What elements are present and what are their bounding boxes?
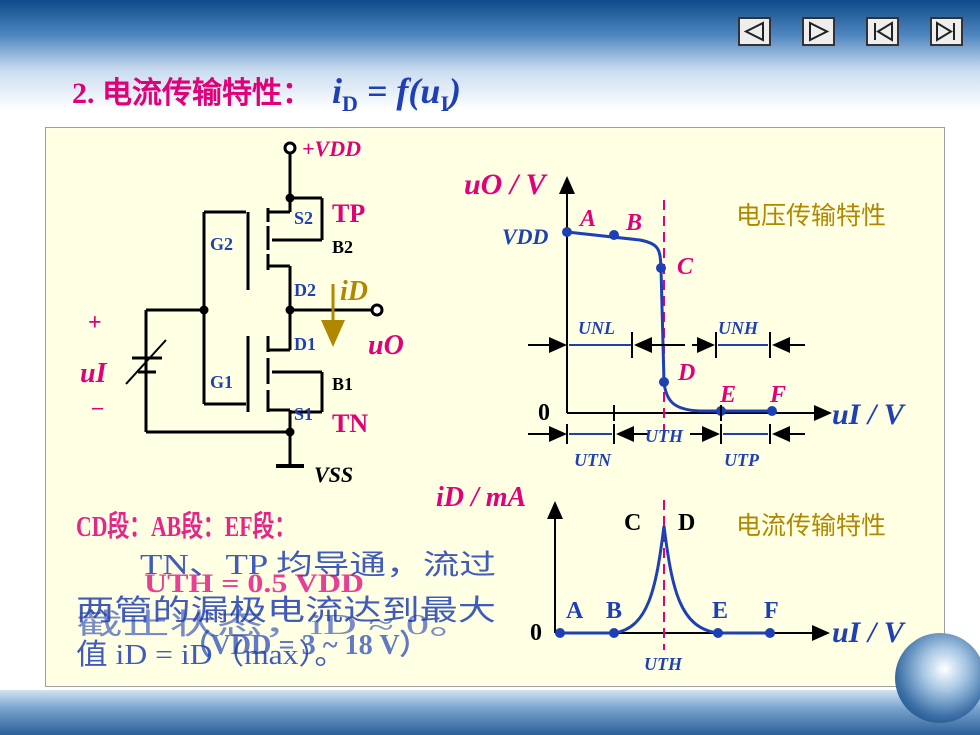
overlay-blue-line3b: 截止状态，iD ≈ 0。 [76,608,476,641]
prev-button[interactable] [738,17,771,46]
last-button[interactable] [930,17,963,46]
i-point-f: F [764,598,779,624]
i-point-c: C [624,510,641,536]
i-point-b: B [606,598,622,624]
skip-first-icon [874,21,893,42]
overlay-blue-line4: 值 iD = iD（max）。 [76,638,346,671]
v-point-e: E [719,382,736,408]
plus-label: + [88,310,102,336]
v-title: 电压传输特性 [736,201,886,230]
unl-label: UNL [578,318,615,338]
i-point-d: D [678,510,695,536]
uo-label: uO [368,330,404,361]
s1-label: S1 [294,404,313,424]
overlay-blue-line4b: （VDD = 3 ~ 18 V） [182,628,428,661]
triangle-right-icon [809,21,830,42]
slide-title: 2. 电流传输特性： iD = f(uI) [72,68,461,117]
globe-decoration [895,633,980,723]
utn-label: UTN [574,450,612,470]
unh-label: UNH [718,318,759,338]
b1-label: B1 [332,374,353,394]
i-uth-label: UTH [644,654,683,674]
v-xlabel: uI / V [832,398,907,431]
id-label: iD [340,276,368,307]
overlay-blue-line3: 两管的漏极电流达到最大 [76,594,496,627]
v-vdd-label: VDD [502,224,549,249]
v-point-c: C [677,254,694,280]
title-text: 2. 电流传输特性： [72,77,312,110]
voltage-chart: uO / V 电压传输特性 VDD A B C D E F 0 uI / V U… [464,168,907,470]
b2-label: B2 [332,237,353,257]
d2-label: D2 [294,280,316,300]
triangle-left-icon [743,21,764,42]
i-ylabel: iD / mA [436,482,526,513]
minus-label: – [91,394,104,419]
i-title: 电流传输特性 [736,511,886,540]
s2-label: S2 [294,208,313,228]
cmos-circuit [125,141,384,468]
i-origin: 0 [530,620,542,646]
v-point-a: A [578,206,596,232]
i-point-a: A [566,598,584,624]
overlay-blue-line1: TN、TP 均导通，流过 [140,549,496,581]
ui-label: uI [80,358,108,389]
g1-label: G1 [210,372,233,392]
tp-label: TP [332,199,365,228]
vss-label: VSS [314,462,353,487]
v-ylabel: uO / V [464,168,549,201]
d1-label: D1 [294,334,316,354]
first-button[interactable] [866,17,899,46]
g2-label: G2 [210,234,233,254]
v-point-f: F [769,382,786,408]
v-uth-label: UTH [645,426,684,446]
tn-label: TN [332,409,368,438]
v-origin: 0 [538,400,550,426]
overlay-text-block: CD段：AB段：EF段： TN、TP 均导通，流过 UTH = 0.5 VDD … [76,509,496,671]
i-point-e: E [712,598,728,624]
bottom-band [0,690,980,735]
skip-last-icon [936,21,955,42]
next-button[interactable] [802,17,835,46]
content-panel [45,127,945,687]
i-xlabel: uI / V [832,616,907,649]
v-point-b: B [625,210,642,236]
title-formula: iD = f(uI) [332,71,462,117]
vdd-label: +VDD [302,136,361,161]
overlay-red-header: CD段：AB段：EF段： [76,509,296,543]
overlay-red-line2: UTH = 0.5 VDD [144,569,364,598]
current-chart: iD / mA 电流传输特性 C D A B E F 0 uI / V UTH [436,482,907,674]
utp-label: UTP [724,450,760,470]
v-point-d: D [677,360,695,386]
